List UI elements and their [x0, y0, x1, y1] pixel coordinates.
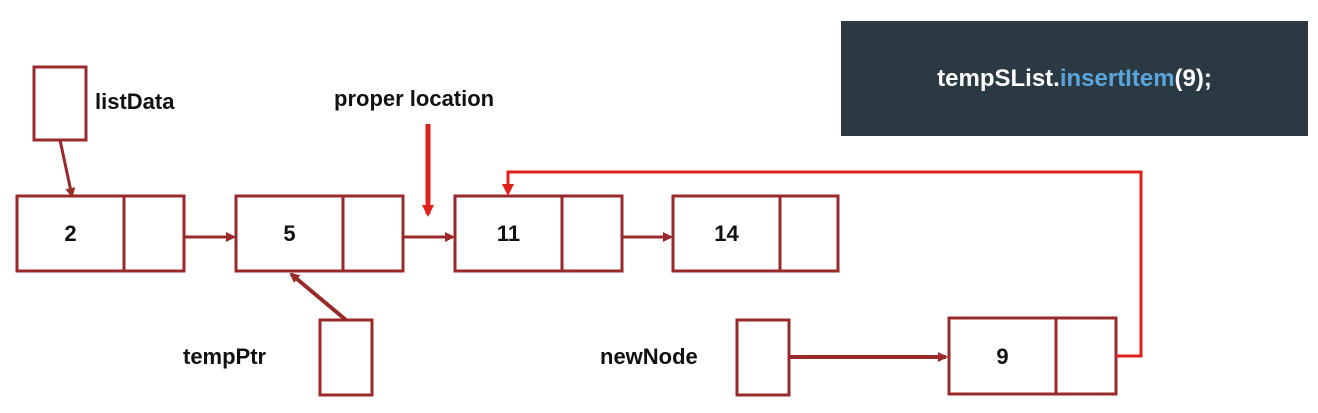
new-node-label: newNode	[600, 344, 698, 369]
code-banner: tempSList.insertItem(9);	[841, 21, 1308, 136]
list-data-arrow	[58, 139, 76, 198]
node-2-next-cell	[122, 194, 186, 273]
new-node-link-arrow	[502, 170, 1143, 358]
code-dot: .	[1053, 64, 1060, 92]
list-node-2	[15, 194, 186, 273]
node-5-next-cell	[341, 194, 405, 273]
list-data-label: listData	[95, 89, 175, 114]
code-args: (9);	[1174, 64, 1212, 92]
node-value-5: 5	[283, 221, 296, 246]
node-value-14: 14	[714, 221, 739, 246]
new-node-pointer-box	[735, 318, 791, 397]
code-statement: tempSList.insertItem(9);	[937, 65, 1212, 93]
node-11-next-cell	[560, 194, 624, 273]
list-data-pointer-box	[32, 65, 88, 142]
list-node-14	[671, 194, 840, 273]
node-9-next-cell	[1054, 316, 1118, 396]
temp-ptr-pointer-box	[318, 318, 374, 397]
list-node-11	[453, 194, 624, 273]
proper-location-label: proper location	[334, 86, 495, 111]
list-node-5	[234, 194, 405, 273]
node-14-next-cell	[778, 194, 840, 273]
code-method: insertItem	[1059, 64, 1175, 92]
node-value-11: 11	[496, 221, 521, 246]
temp-ptr-arrow	[289, 272, 348, 322]
node-value-9: 9	[996, 344, 1009, 369]
code-object: tempSList	[937, 64, 1054, 92]
node-value-2: 2	[64, 221, 77, 246]
temp-ptr-label: tempPtr	[183, 344, 267, 369]
